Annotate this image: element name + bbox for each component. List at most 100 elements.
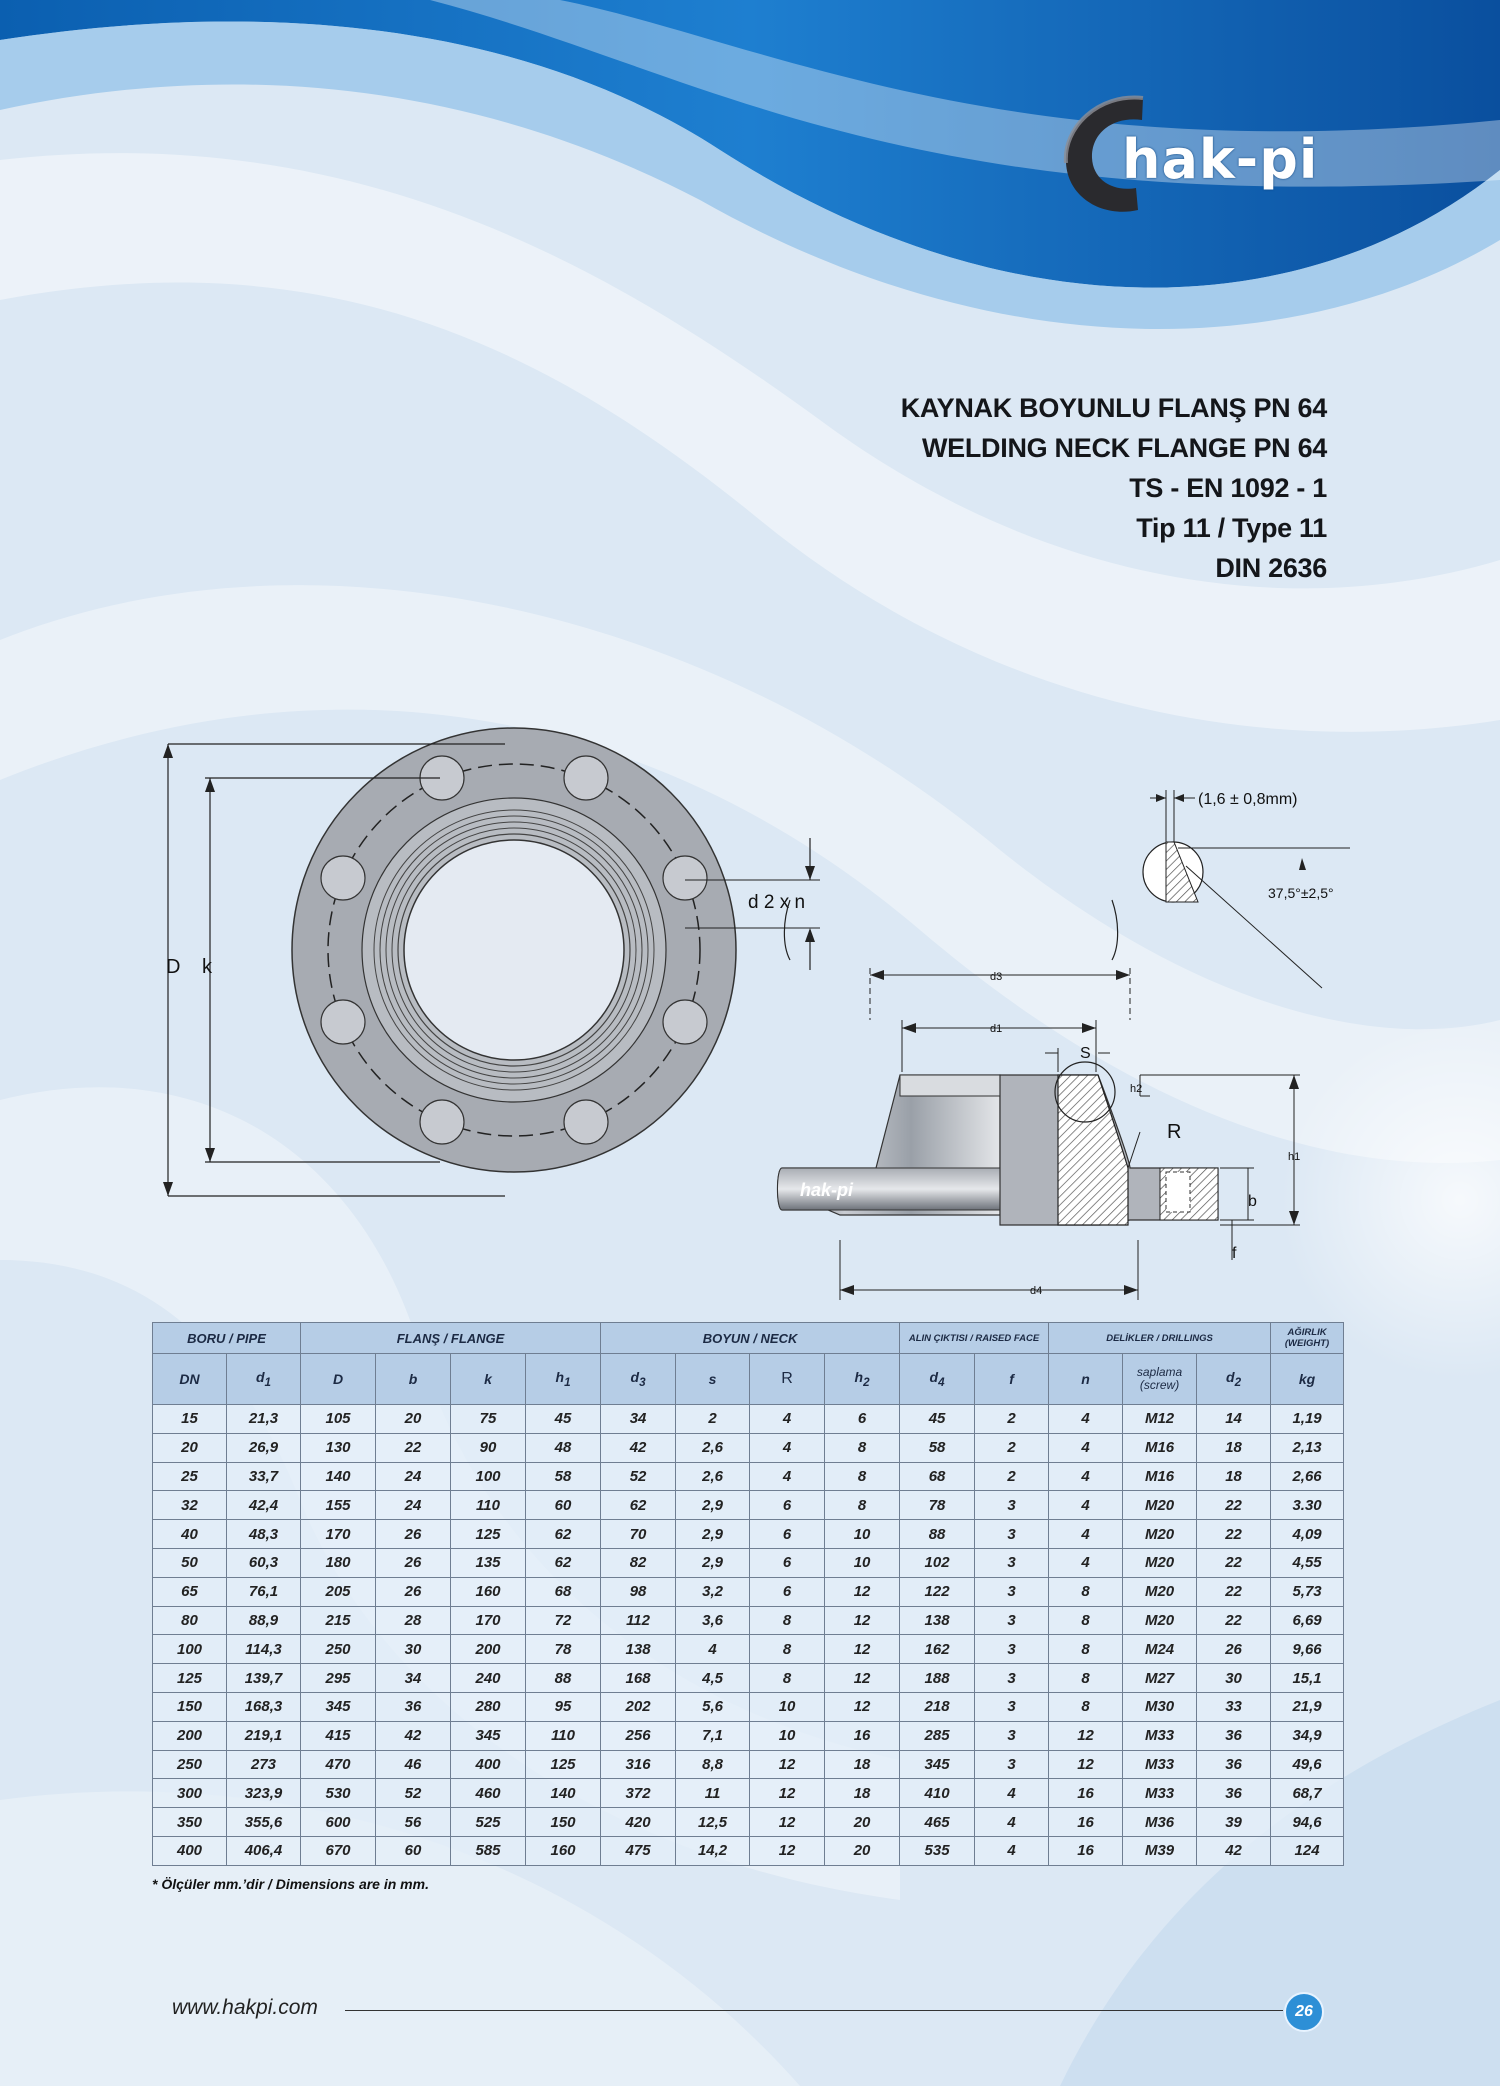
table-cell: 95 — [524, 1691, 602, 1722]
table-cell: 316 — [600, 1749, 677, 1780]
col-h2: h2 — [824, 1353, 901, 1405]
table-cell: 98 — [600, 1576, 677, 1607]
table-cell: 200 — [152, 1720, 227, 1751]
table-cell: 3 — [974, 1490, 1050, 1521]
group-raised-face: ALIN ÇIKTISI / RAISED FACE — [899, 1322, 1050, 1354]
table-cell: 26,9 — [226, 1432, 301, 1463]
table-cell: 4,55 — [1270, 1547, 1345, 1578]
title-standard: TS - EN 1092 - 1 — [1129, 473, 1327, 503]
table-cell: 112 — [600, 1605, 677, 1636]
table-cell: 18 — [824, 1749, 901, 1780]
table-cell: 39 — [1196, 1807, 1272, 1837]
table-cell: 24 — [375, 1490, 451, 1521]
table-cell: 30 — [375, 1634, 451, 1665]
table-cell: 12 — [1048, 1749, 1124, 1780]
col-s: s — [675, 1353, 751, 1405]
table-cell: 280 — [450, 1691, 526, 1722]
table-cell: 33 — [1196, 1691, 1272, 1722]
table-cell: 219,1 — [226, 1720, 301, 1751]
table-cell: 30 — [1196, 1663, 1272, 1693]
table-cell: 600 — [300, 1807, 376, 1837]
website-link[interactable]: www.hakpi.com — [172, 1996, 318, 2019]
table-cell: 4 — [974, 1835, 1050, 1866]
table-cell: M16 — [1122, 1432, 1198, 1463]
col-d3: d3 — [600, 1353, 677, 1405]
label-f: f — [1232, 1245, 1237, 1262]
table-cell: 168,3 — [226, 1691, 301, 1722]
table-cell: 124 — [1270, 1835, 1345, 1866]
table-cell: 3 — [974, 1663, 1050, 1693]
table-cell: 8 — [824, 1461, 901, 1492]
table-cell: 20 — [152, 1432, 227, 1463]
table-cell: 350 — [152, 1807, 227, 1837]
table-cell: M24 — [1122, 1634, 1198, 1665]
table-cell: 36 — [1196, 1749, 1272, 1780]
col-k: k — [450, 1353, 526, 1405]
label-b: b — [1248, 1193, 1257, 1210]
table-cell: 52 — [600, 1461, 677, 1492]
dimensions-note: * Ölçüler mm.’dir / Dimensions are in mm… — [152, 1876, 429, 1892]
table-cell: 180 — [300, 1547, 376, 1578]
table-cell: 8 — [749, 1634, 826, 1665]
table-cell: 26 — [375, 1519, 451, 1549]
table-cell: 140 — [300, 1461, 376, 1492]
table-cell: 80 — [152, 1605, 227, 1636]
table-cell: 8 — [1048, 1663, 1124, 1693]
table-cell: 3 — [974, 1720, 1050, 1751]
table-cell: 8 — [1048, 1634, 1124, 1665]
weight-label-tr: AĞIRLIK — [1287, 1327, 1327, 1338]
table-cell: 18 — [824, 1778, 901, 1809]
table-cell: 42 — [375, 1720, 451, 1751]
table-cell: 3 — [974, 1749, 1050, 1780]
table-cell: M33 — [1122, 1749, 1198, 1780]
table-cell: 3,6 — [675, 1605, 751, 1636]
table-cell: 52 — [375, 1778, 451, 1809]
table-cell: 110 — [524, 1720, 602, 1751]
table-cell: 12 — [824, 1663, 901, 1693]
table-cell: 78 — [524, 1634, 602, 1665]
table-cell: 525 — [450, 1807, 526, 1837]
table-cell: 42 — [600, 1432, 677, 1463]
table-cell: 3 — [974, 1576, 1050, 1607]
dimensions-table: BORU / PIPE FLANŞ / FLANGE BOYUN / NECK … — [152, 1322, 1345, 1866]
flange-technical-drawing: D k d 2 x n (1,6 ± 0,8mm) 37,5°±2,5° — [163, 727, 1350, 1300]
table-cell: 256 — [600, 1720, 677, 1751]
table-cell: 3 — [974, 1547, 1050, 1578]
table-cell: 48,3 — [226, 1519, 301, 1549]
table-cell: 470 — [300, 1749, 376, 1780]
table-cell: 170 — [450, 1605, 526, 1636]
table-cell: 88 — [524, 1663, 602, 1693]
table-cell: 100 — [152, 1634, 227, 1665]
table-cell: 4 — [1048, 1490, 1124, 1521]
col-dn: DN — [152, 1353, 227, 1405]
table-cell: 12,5 — [675, 1807, 751, 1837]
table-cell: 355,6 — [226, 1807, 301, 1837]
table-cell: 410 — [899, 1778, 976, 1809]
table-cell: 1,19 — [1270, 1404, 1345, 1434]
table-cell: M20 — [1122, 1605, 1198, 1636]
table-cell: 22 — [1196, 1547, 1272, 1578]
table-cell: 28 — [375, 1605, 451, 1636]
label-bevel-angle: 37,5°±2,5° — [1268, 885, 1334, 901]
table-cell: 34,9 — [1270, 1720, 1345, 1751]
table-cell: 22 — [1196, 1519, 1272, 1549]
table-cell: 56 — [375, 1807, 451, 1837]
table-cell: 400 — [152, 1835, 227, 1866]
table-cell: 68,7 — [1270, 1778, 1345, 1809]
table-cell: 155 — [300, 1490, 376, 1521]
table-cell: 12 — [824, 1691, 901, 1722]
table-cell: 202 — [600, 1691, 677, 1722]
table-cell: 8 — [824, 1490, 901, 1521]
col-d2: d2 — [1196, 1353, 1272, 1405]
table-cell: 465 — [899, 1807, 976, 1837]
table-cell: 295 — [300, 1663, 376, 1693]
group-flange: FLANŞ / FLANGE — [299, 1322, 602, 1354]
table-cell: 8 — [749, 1663, 826, 1693]
table-cell: 62 — [524, 1547, 602, 1578]
table-cell: 3.30 — [1270, 1490, 1345, 1521]
label-k: k — [202, 956, 213, 978]
